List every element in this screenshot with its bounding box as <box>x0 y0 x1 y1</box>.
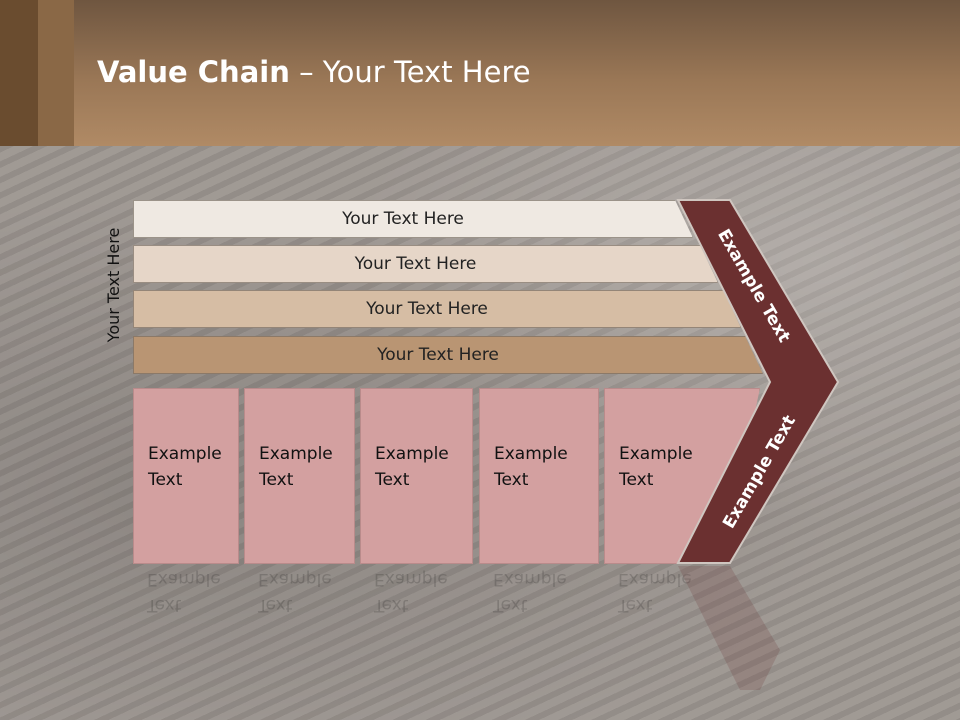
example-box-5-line2: Text <box>619 470 654 490</box>
example-box-3: Example Text <box>360 388 473 564</box>
slide-title-bold: Value Chain <box>97 55 290 89</box>
example-box-4-line1: Example <box>494 444 568 464</box>
example-box-1-line1: Example <box>148 444 222 464</box>
value-row-1: Your Text Here <box>133 200 693 238</box>
value-row-3: Your Text Here <box>133 290 741 328</box>
example-box-2-line2: Text <box>259 470 294 490</box>
example-box-1: Example Text <box>133 388 239 564</box>
header-accent-dark <box>0 0 38 146</box>
header-bar <box>0 0 960 146</box>
slide-title-rest: – Your Text Here <box>289 55 531 89</box>
value-row-1-label: Your Text Here <box>342 209 464 229</box>
example-box-1-line2: Text <box>148 470 183 490</box>
header-accent-light <box>38 0 74 146</box>
example-box-4: Example Text <box>479 388 599 564</box>
value-row-3-label: Your Text Here <box>366 299 488 319</box>
value-row-4: Your Text Here <box>133 336 763 374</box>
example-box-2-line1: Example <box>259 444 333 464</box>
slide-title: Value Chain – Your Text Here <box>97 55 531 89</box>
example-box-3-line1: Example <box>375 444 449 464</box>
value-row-2: Your Text Here <box>133 245 718 283</box>
example-box-2: Example Text <box>244 388 355 564</box>
value-row-2-label: Your Text Here <box>354 254 477 274</box>
example-box-5-line1: Example <box>619 444 693 464</box>
value-row-4-label: Your Text Here <box>377 345 499 365</box>
example-box-3-line2: Text <box>375 470 410 490</box>
example-box-4-line2: Text <box>494 470 529 490</box>
chevron-reflection <box>678 566 780 690</box>
chevron-shape <box>676 199 840 564</box>
